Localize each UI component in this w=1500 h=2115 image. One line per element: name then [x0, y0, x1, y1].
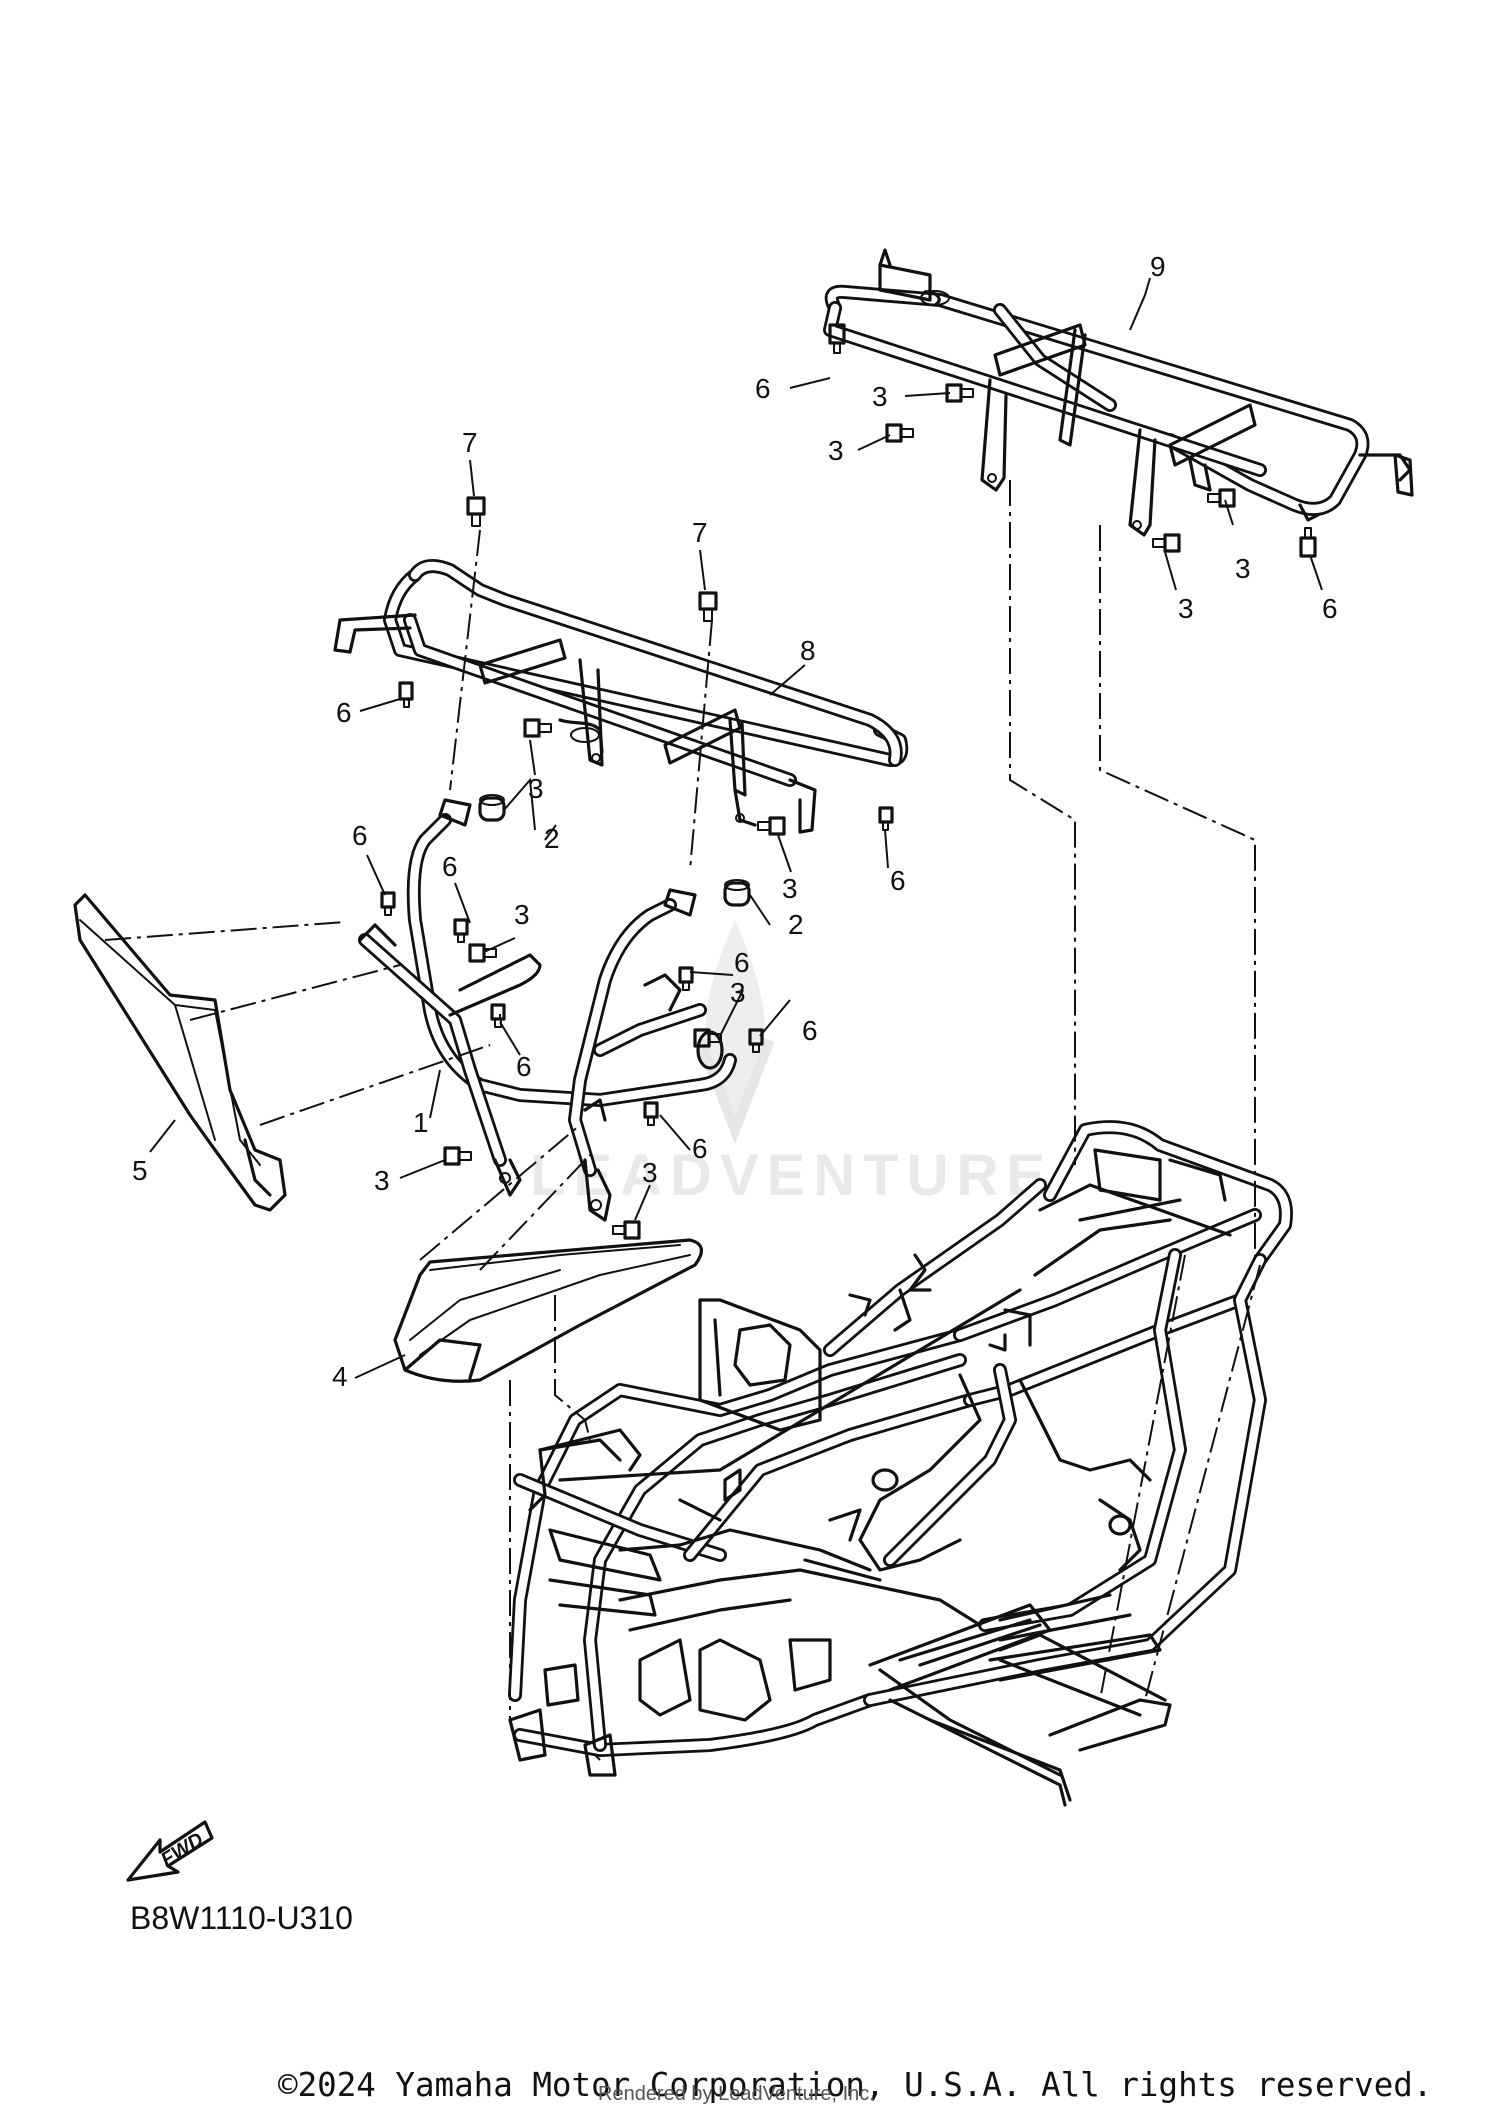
callout-6h: 6 [802, 1015, 818, 1046]
callout-6b: 6 [1322, 593, 1338, 624]
callout-7a: 7 [462, 427, 478, 458]
front-rack [333, 559, 909, 834]
flange-bolt-icon [1207, 488, 1236, 508]
callout-5: 5 [132, 1155, 148, 1186]
flange-bolt-icon [523, 718, 552, 738]
flange-bolt-icon [885, 423, 914, 443]
callout-6j: 6 [692, 1133, 708, 1164]
fwd-arrow-icon: FWD [126, 1820, 214, 1882]
flange-bolt-icon [443, 1146, 472, 1166]
callout-3g: 3 [514, 899, 530, 930]
grommet-icon [478, 794, 506, 822]
flange-bolt-icon [945, 383, 974, 403]
guard-bolts [380, 891, 764, 1240]
flange-bolt-icon [453, 918, 469, 943]
rear-rack [823, 248, 1414, 537]
front-guard [358, 798, 737, 1222]
callout-6c: 6 [336, 697, 352, 728]
skid-guard [393, 1238, 703, 1383]
flange-bolt-icon [643, 1101, 659, 1126]
flange-bolt-icon [757, 816, 786, 836]
callout-3i: 3 [374, 1165, 390, 1196]
flange-bolt-icon [878, 806, 894, 831]
hex-bolt-icon [466, 496, 486, 527]
callout-6d: 6 [890, 865, 906, 896]
callout-1: 1 [413, 1107, 429, 1138]
callout-7b: 7 [692, 517, 708, 548]
callout-3h: 3 [730, 977, 746, 1008]
rendered-by: Rendered by LeadVenture, Inc. [598, 2083, 875, 2105]
flange-bolt-icon [612, 1220, 641, 1240]
flange-bolt-icon [380, 891, 396, 916]
grommet-icon [723, 879, 751, 907]
callout-3b: 3 [828, 435, 844, 466]
callout-3d: 3 [1178, 593, 1194, 624]
flange-bolt-icon [490, 1003, 506, 1028]
callout-2b: 2 [788, 909, 804, 940]
flange-bolt-icon [748, 1028, 764, 1053]
callout-3j: 3 [642, 1157, 658, 1188]
callout-6f: 6 [442, 851, 458, 882]
side-cover [73, 893, 287, 1212]
callout-4: 4 [332, 1361, 348, 1392]
grommets [478, 794, 751, 907]
callouts: 9 6 3 3 3 3 6 7 7 8 6 3 2 3 6 6 6 3 2 6 … [132, 251, 1338, 1392]
callout-3f: 3 [782, 873, 798, 904]
flange-bolt-icon [693, 1028, 722, 1048]
flange-bolt-icon [1152, 533, 1181, 553]
main-frame [508, 1120, 1293, 1807]
callout-6g: 6 [734, 947, 750, 978]
part-code: B8W1110-U310 [130, 1900, 353, 1936]
callout-6a: 6 [755, 373, 771, 404]
front-rack-bolts [398, 496, 894, 836]
fwd-label: FWD [157, 1829, 207, 1872]
callout-6i: 6 [516, 1051, 532, 1082]
rear-rack-bolts [828, 323, 1317, 558]
hex-bolt-icon [698, 591, 718, 622]
flange-bolt-icon [1299, 527, 1317, 558]
callout-8: 8 [800, 635, 816, 666]
callout-3e: 3 [528, 773, 544, 804]
callout-9: 9 [1150, 251, 1166, 282]
reference-lines [104, 480, 1261, 1761]
callout-3c: 3 [1235, 553, 1251, 584]
flange-bolt-icon [398, 681, 414, 708]
callout-3a: 3 [872, 381, 888, 412]
flange-bolt-icon [678, 966, 694, 991]
watermark-text: LEADVENTURE [530, 1143, 1053, 1208]
callout-6e: 6 [352, 820, 368, 851]
callout-2a: 2 [544, 823, 560, 854]
leader-lines [149, 277, 1323, 1379]
flange-bolt-icon [828, 323, 846, 354]
copyright-notice: ©2024 Yamaha Motor Corporation, U.S.A. A… [278, 2066, 1433, 2104]
